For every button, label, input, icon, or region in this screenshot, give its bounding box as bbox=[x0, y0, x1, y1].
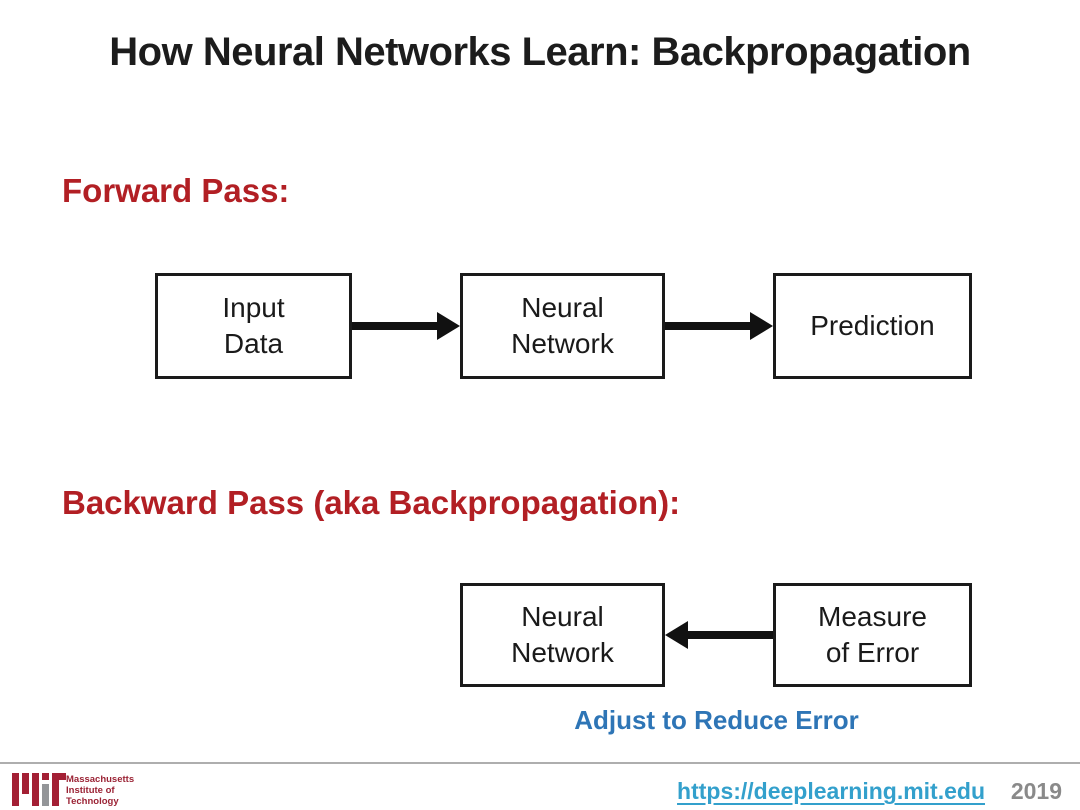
measure-of-error-label-line2: of Error bbox=[825, 637, 920, 668]
mit-institution-line2: Institute of bbox=[66, 785, 115, 796]
mit-logo-icon bbox=[12, 773, 68, 806]
neural-network-label-line1: Neural bbox=[521, 292, 604, 323]
slide-title: How Neural Networks Learn: Backpropagati… bbox=[109, 30, 971, 74]
input-data-label-line1: Input bbox=[222, 292, 285, 323]
arrow-shaft bbox=[685, 631, 773, 639]
measure-of-error-box: Measure of Error bbox=[773, 583, 972, 687]
mit-institution-line1: Massachusetts bbox=[66, 774, 135, 785]
neural-network-label-line2: Network bbox=[511, 328, 614, 359]
input-data-label-line2: Data bbox=[223, 328, 284, 359]
mit-institution-line3: Technology bbox=[66, 796, 119, 807]
mit-logo-bar bbox=[32, 773, 39, 806]
neural-network-label-line2: Network bbox=[511, 637, 614, 668]
forward-pass-heading: Forward Pass: bbox=[62, 172, 290, 209]
mit-logo-stem-gray bbox=[42, 784, 49, 806]
arrow-head bbox=[437, 312, 460, 340]
arrow-left-icon bbox=[665, 621, 773, 649]
arrow-right-icon bbox=[665, 312, 773, 340]
mit-logo-crossbar bbox=[52, 773, 66, 780]
mit-logo-dot bbox=[42, 773, 49, 780]
neural-network-box-backward: Neural Network bbox=[460, 583, 665, 687]
backward-pass-heading: Backward Pass (aka Backpropagation): bbox=[62, 484, 681, 521]
measure-of-error-label-line1: Measure bbox=[818, 601, 927, 632]
input-data-box: Input Data bbox=[155, 273, 352, 379]
arrow-shaft bbox=[665, 322, 753, 330]
mit-logo-bar bbox=[22, 773, 29, 794]
prediction-box: Prediction bbox=[773, 273, 972, 379]
year-label: 2019 bbox=[1010, 778, 1062, 804]
footer-divider bbox=[0, 762, 1080, 764]
arrow-right-icon bbox=[352, 312, 460, 340]
arrow-head bbox=[665, 621, 688, 649]
adjust-to-reduce-error-caption: Adjust to Reduce Error bbox=[574, 705, 859, 735]
arrow-shaft bbox=[352, 322, 440, 330]
mit-logo-bar bbox=[12, 773, 19, 806]
deeplearning-mit-edu-link[interactable]: https://deeplearning.mit.edu bbox=[677, 778, 985, 804]
neural-network-box-forward: Neural Network bbox=[460, 273, 665, 379]
mit-logo-bar bbox=[52, 773, 59, 806]
mit-institution-text: Massachusetts Institute of Technology bbox=[66, 774, 134, 807]
arrow-head bbox=[750, 312, 773, 340]
neural-network-label-line1: Neural bbox=[521, 601, 604, 632]
prediction-label: Prediction bbox=[810, 310, 935, 341]
